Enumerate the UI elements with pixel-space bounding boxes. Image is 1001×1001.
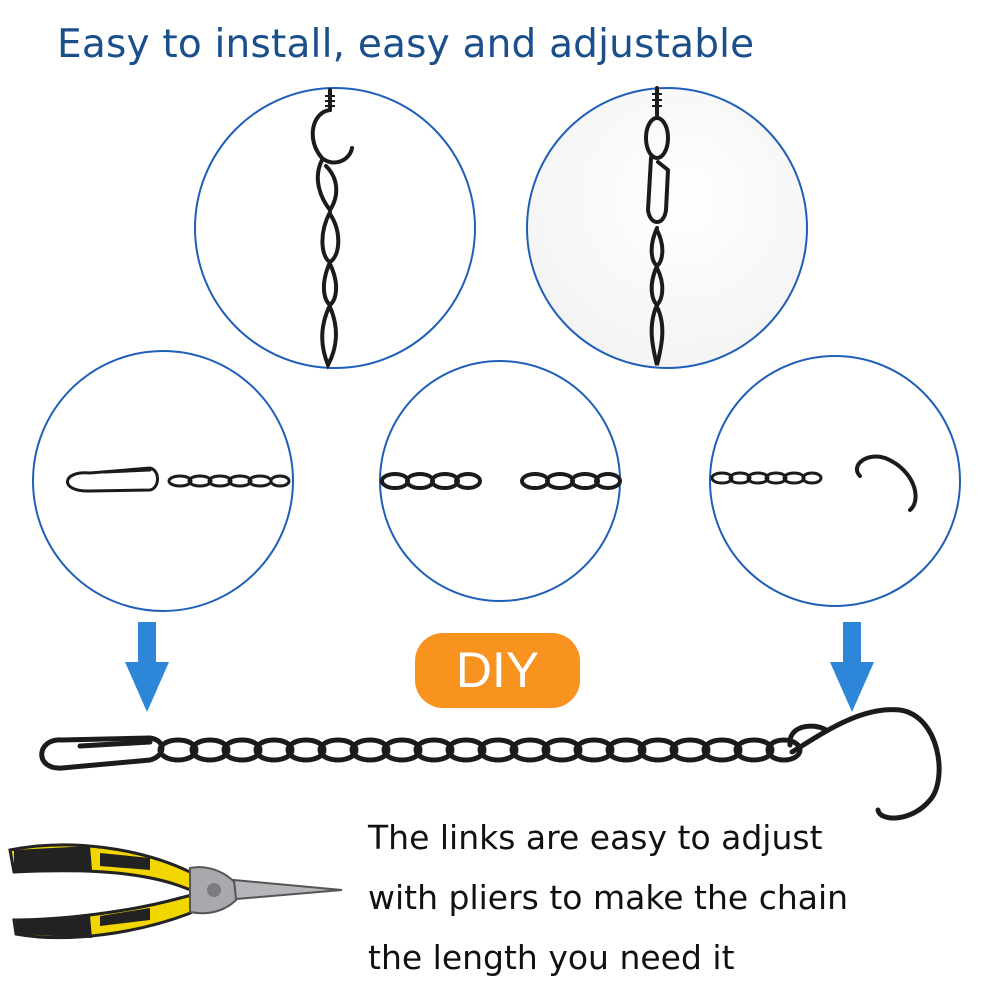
down-arrow-icon xyxy=(830,622,874,712)
detail-circle-hook-chain xyxy=(194,87,476,370)
down-arrow-icon xyxy=(125,622,169,712)
caption-line: the length you need it xyxy=(368,938,735,977)
detail-circle-snap-chain xyxy=(32,350,294,612)
headline: Easy to install, easy and adjustable xyxy=(57,22,755,67)
caption-line: with pliers to make the chain xyxy=(368,878,849,917)
pliers-icon xyxy=(8,843,343,940)
detail-circle-chain-hook xyxy=(709,355,961,607)
caption: The links are easy to adjust with pliers… xyxy=(368,808,848,988)
detail-circle-chain-split xyxy=(379,360,622,602)
caption-line: The links are easy to adjust xyxy=(368,818,823,857)
detail-circle-eye-snap xyxy=(526,86,808,369)
diy-badge: DIY xyxy=(415,633,580,708)
main-chain-assembly xyxy=(39,707,942,821)
